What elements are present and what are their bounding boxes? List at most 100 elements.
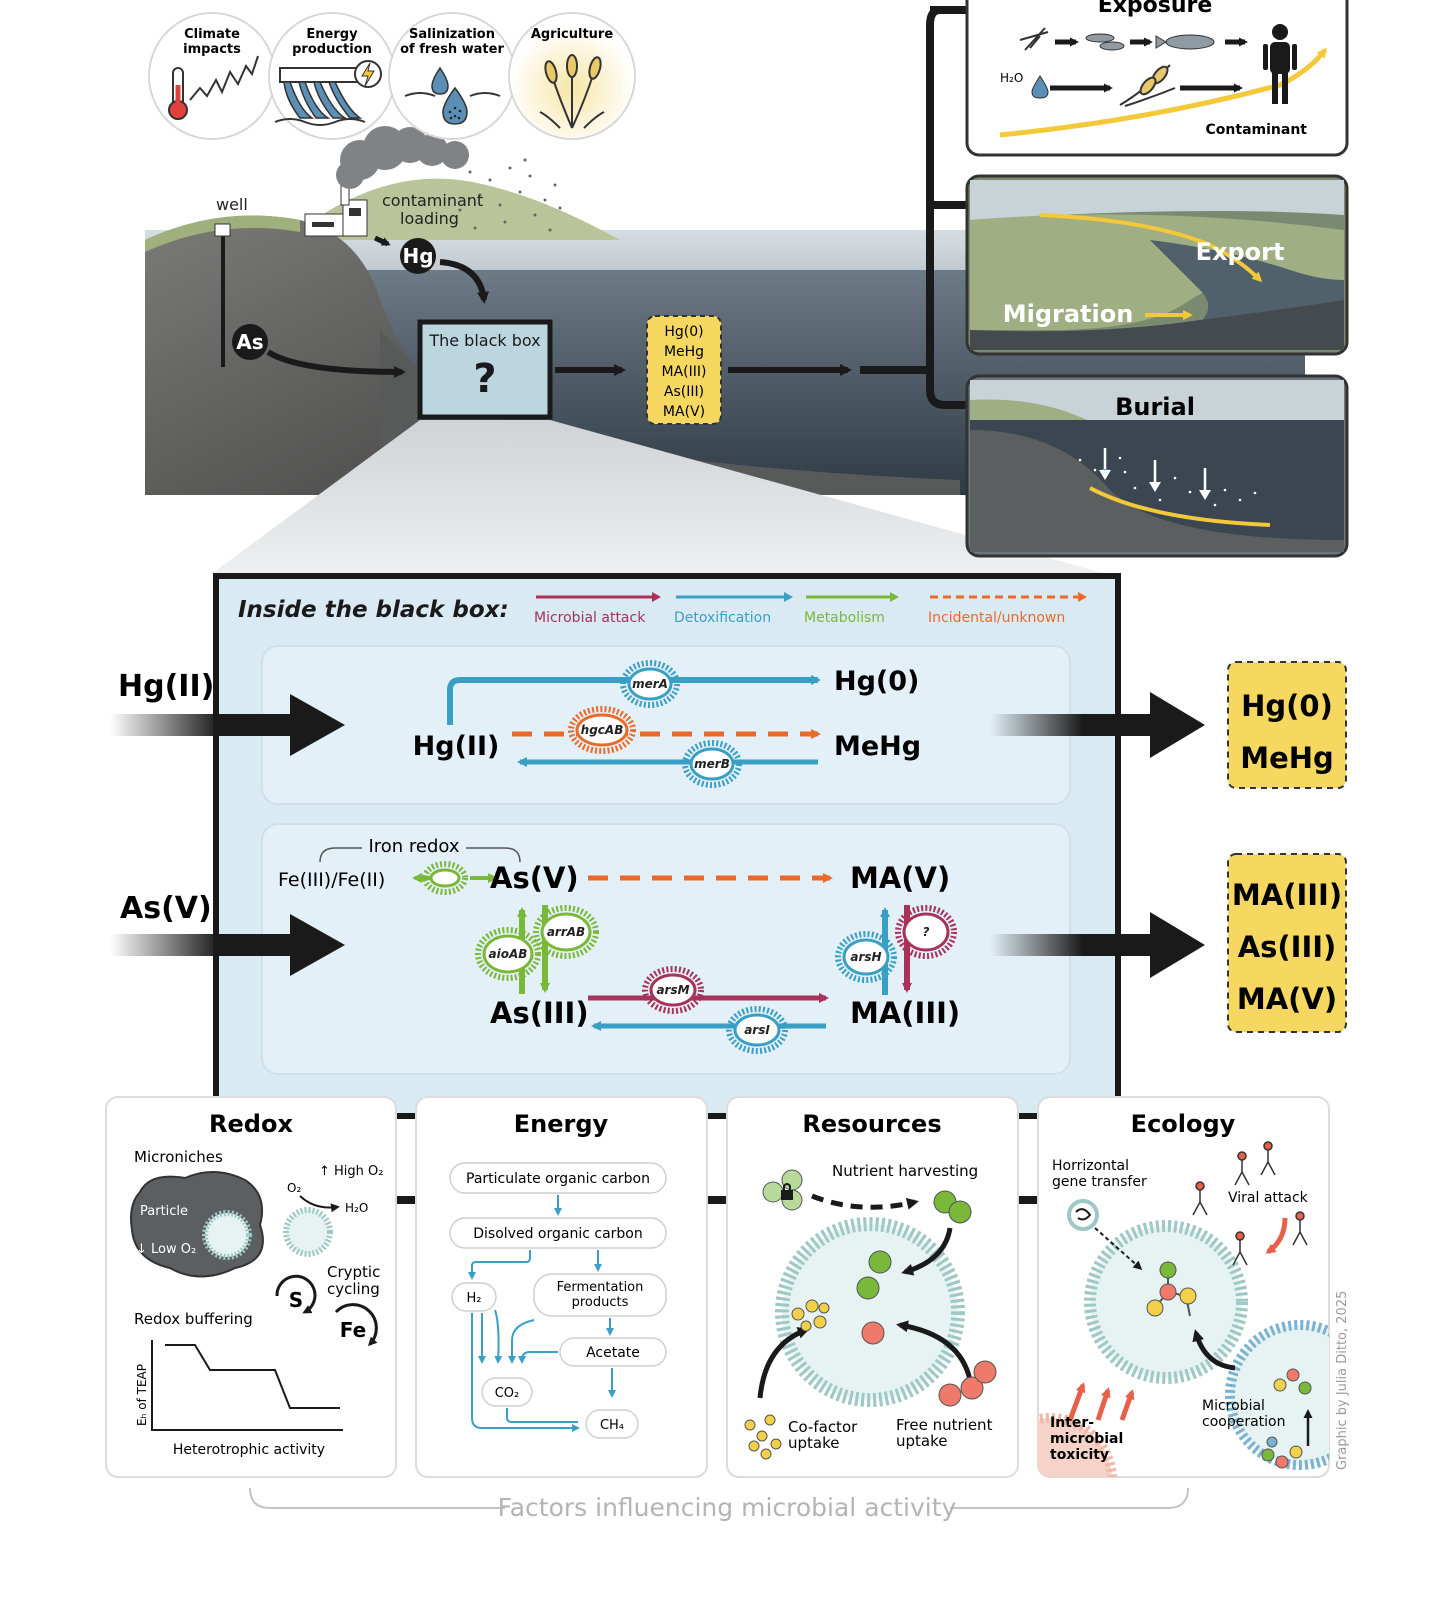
aioab-microbe: aioAB: [475, 927, 541, 981]
doc-label: Disolved organic carbon: [473, 1226, 642, 1242]
gene-label: merA: [632, 677, 668, 691]
output-species-item: MeHg: [664, 344, 704, 360]
high-o2-label: ↑ High O₂: [319, 1164, 384, 1179]
contaminant-loading-line2: loading: [400, 209, 459, 228]
arsh-microbe: arsH: [835, 931, 897, 983]
as-input-arrowhead: [290, 914, 345, 976]
as-badge-label: As: [236, 330, 263, 354]
poc-label: Particulate organic carbon: [466, 1171, 650, 1187]
legend-label: Detoxification: [674, 610, 771, 626]
fermentation-node: [533, 1273, 667, 1317]
migration-label: Migration: [1003, 300, 1134, 328]
sulfur-cycle-icon: S: [275, 1274, 317, 1314]
acetate-node: [559, 1337, 667, 1367]
black-box-question: ?: [473, 356, 496, 402]
output-species-item: Hg(0): [664, 324, 703, 340]
energy-title: Energy: [514, 1110, 609, 1138]
hg-badge: [400, 238, 436, 274]
ground: [145, 215, 700, 495]
contaminant-loading-line1: contaminant: [382, 191, 483, 210]
fate-panel-burial: Burial: [965, 374, 1349, 558]
co2-node: [481, 1377, 533, 1407]
fish-large-icon: [1155, 34, 1215, 50]
ecology-cell: [1084, 1220, 1248, 1384]
nutrient-harvesting-label: Nutrient harvesting: [832, 1162, 978, 1180]
legend-item: Detoxification: [674, 592, 793, 626]
ch4-node: [585, 1409, 639, 1439]
input-arrows: Hg(II) As(V): [110, 669, 345, 976]
black-box-detail: Inside the black box: Microbial attack De…: [213, 573, 1121, 1119]
person-icon: [1263, 24, 1297, 104]
as-output-species: MA(III): [1232, 878, 1342, 912]
hg-output-species: MeHg: [1240, 741, 1334, 775]
as-badge: [232, 324, 268, 360]
gene-label: aioAB: [489, 947, 528, 961]
as-v-species: As(V): [490, 861, 579, 895]
as-output-box: [1227, 853, 1347, 1033]
fate-panel-transport: Export Migration: [965, 174, 1349, 356]
resource-cell: [775, 1217, 965, 1407]
viral-attack-label: Viral attack: [1228, 1190, 1309, 1206]
hg-source-species: Hg(II): [413, 731, 500, 762]
water-drop-icon: [404, 66, 501, 125]
hg-output-species: Hg(0): [1241, 689, 1333, 723]
as-output-arrowhead: [1150, 912, 1205, 978]
legend-label: Microbial attack: [534, 610, 646, 626]
factor-panel-redox: Redox Microniches Particle ↓ Low O₂ ↑ Hi…: [105, 1096, 397, 1478]
iron-cycle-icon: Fe: [334, 1303, 378, 1347]
black-box: [417, 319, 553, 420]
o2-label: O₂: [287, 1181, 301, 1195]
as-input-label: As(V): [120, 891, 212, 926]
gene-label: arsH: [850, 950, 881, 964]
co2-label: CO₂: [495, 1386, 520, 1401]
gene-label: arsI: [744, 1023, 770, 1037]
contaminant-label: Contaminant: [1206, 122, 1308, 138]
gene-label: arrAB: [547, 925, 585, 939]
contaminant-curve: [999, 47, 1327, 138]
legend-item: Metabolism: [804, 592, 899, 626]
hgcab-microbe: hgcAB: [568, 706, 636, 754]
burial-title: Burial: [1115, 393, 1195, 421]
viral-attack-arrow: [1265, 1217, 1288, 1255]
well-pipe: [221, 232, 225, 367]
h2o-label: H₂O: [1000, 71, 1023, 85]
h2-node: [451, 1282, 497, 1312]
microbe-in-niche: [202, 1210, 252, 1260]
driver-agriculture: Agriculture: [508, 12, 636, 140]
thermometer-icon: [168, 67, 188, 120]
well-label: well: [216, 195, 248, 214]
as-output-species: MA(V): [1237, 982, 1337, 1016]
output-arrows: Hg(0)MeHg MA(III)As(III)MA(V): [990, 661, 1347, 1033]
toxicity-arrows: [1067, 1382, 1135, 1421]
well-head: [214, 223, 231, 237]
harvesting-arrow: [811, 1193, 919, 1210]
hg-product-hg0: Hg(0): [834, 666, 919, 697]
grain-icon: [1119, 64, 1176, 107]
buffering-curve: [165, 1344, 340, 1409]
molecule-icon: [1146, 1261, 1197, 1317]
cooperating-microbe: [1225, 1320, 1329, 1470]
caption-bracket: [249, 1487, 1189, 1509]
as-iii-species: As(III): [490, 996, 589, 1030]
black-box-detail-title: Inside the black box:: [238, 597, 509, 623]
arsm-microbe: arsM: [642, 966, 704, 1014]
gene-label: hgcAB: [581, 723, 624, 737]
heterotrophic-axis-label: Heterotrophic activity: [173, 1442, 325, 1458]
hg-input-arrowhead: [290, 694, 345, 756]
lightning-icon: [354, 60, 382, 88]
plasmid-icon: [1067, 1199, 1099, 1231]
water-drop-icon: [1031, 75, 1049, 99]
gene-label: arsM: [656, 983, 689, 997]
hg-badge-label: Hg: [402, 244, 433, 268]
poc-node: [449, 1162, 667, 1194]
fish-small-icon: [1085, 33, 1125, 51]
